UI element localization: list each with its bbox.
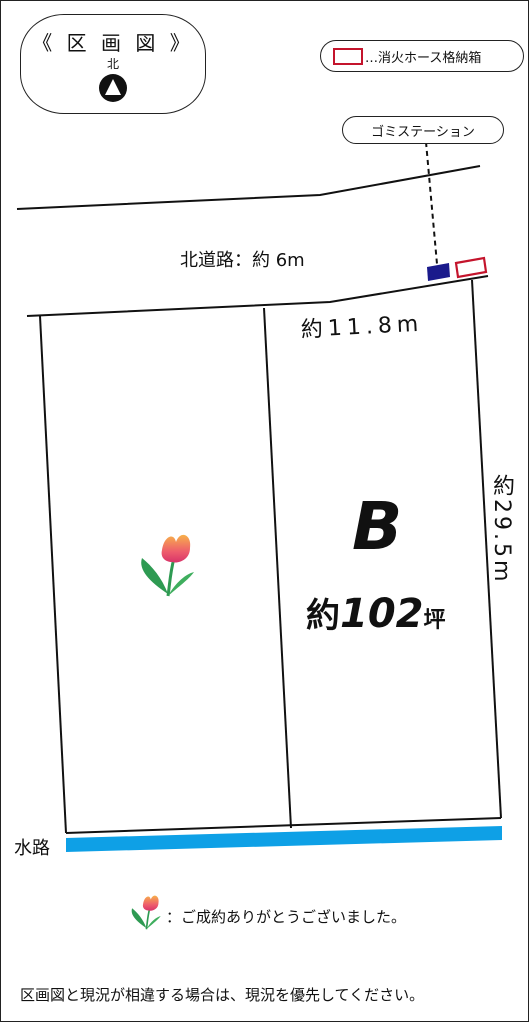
lot-b-area: 約102坪 bbox=[306, 588, 446, 637]
tulip-icon bbox=[141, 534, 194, 597]
lot-b-area-number: 102 bbox=[340, 591, 424, 637]
map-title: 《 区 画 図 》 bbox=[32, 31, 194, 55]
legend-label: …消火ホース格納箱 bbox=[365, 51, 482, 66]
lot-b-east-boundary bbox=[471, 279, 502, 819]
lot-a-west-boundary bbox=[39, 315, 67, 834]
legend-box: …消火ホース格納箱 bbox=[320, 40, 524, 72]
north-arrow-icon bbox=[99, 74, 127, 102]
road-near-edge bbox=[26, 275, 489, 317]
lot-divider-boundary bbox=[263, 307, 292, 829]
frontage-dimension: 約11.8m bbox=[300, 311, 424, 343]
depth-dimension: 約29.5m bbox=[489, 474, 514, 585]
garbage-station-marker bbox=[427, 263, 450, 281]
waterway-label: 水路 bbox=[14, 838, 50, 859]
hose-box-marker bbox=[454, 256, 488, 279]
lot-b-area-prefix: 約 bbox=[306, 596, 340, 636]
hose-box-swatch-icon bbox=[333, 48, 363, 65]
lot-south-boundary bbox=[65, 817, 502, 834]
sold-legend-note: ：ご成約ありがとうございました。 bbox=[166, 908, 407, 926]
title-box: 《 区 画 図 》 北 bbox=[20, 14, 206, 114]
lot-b-area-unit: 坪 bbox=[423, 608, 446, 633]
road-label: 北道路：約 6m bbox=[180, 250, 305, 271]
disclaimer-note: 区画図と現況が相違する場合は、現況を優先してください。 bbox=[20, 986, 425, 1004]
garbage-station-label: ゴミステーション bbox=[371, 125, 475, 140]
tulip-legend-icon bbox=[131, 895, 161, 930]
waterway-channel bbox=[66, 826, 502, 852]
garbage-station-pointer bbox=[425, 141, 438, 265]
garbage-station-callout: ゴミステーション bbox=[342, 116, 504, 144]
north-label: 北 bbox=[106, 57, 119, 71]
road-far-edge bbox=[16, 165, 481, 210]
lot-b-name: B bbox=[352, 488, 403, 565]
